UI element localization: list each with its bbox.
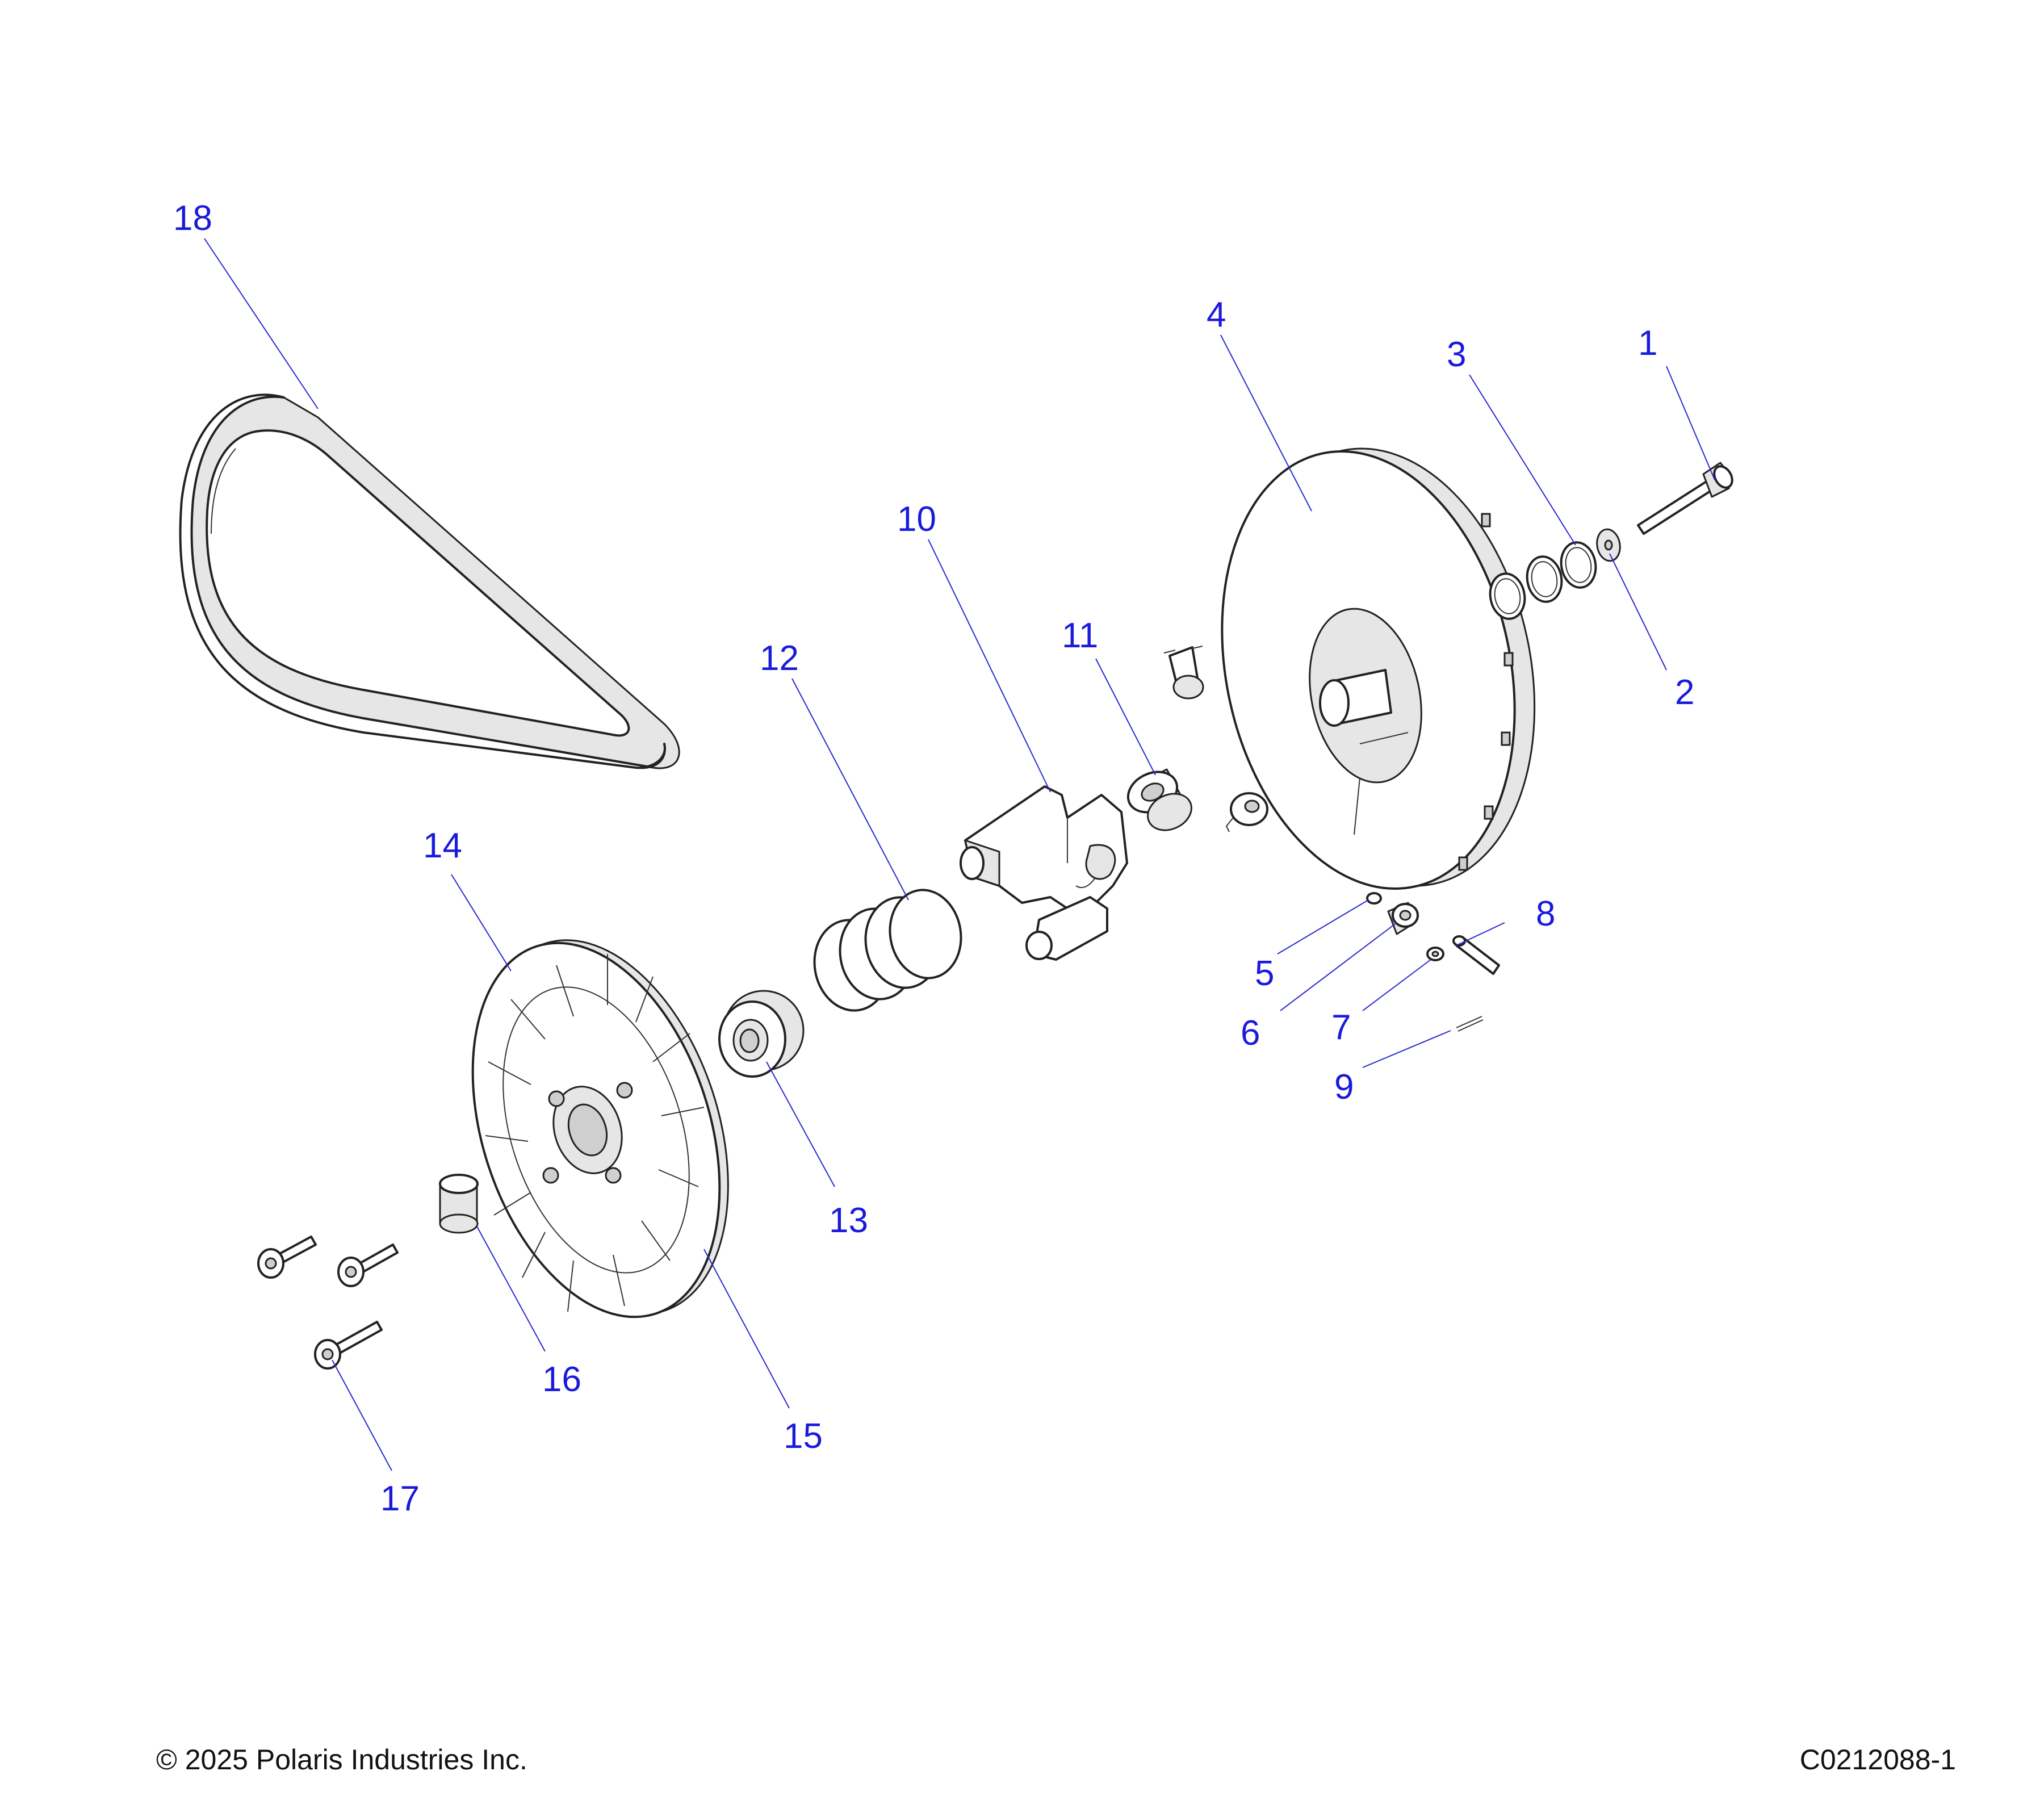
part-11-roller <box>1126 768 1192 831</box>
slider-button-lower <box>1225 792 1268 832</box>
part-9-cotter-pin <box>1456 1016 1484 1032</box>
leader-12 <box>791 678 909 901</box>
part-10-helix-cam <box>960 785 1128 961</box>
callout-2: 2 <box>1675 673 1694 712</box>
screw-a <box>257 1236 317 1279</box>
leader-4 <box>1220 334 1312 512</box>
leader-5 <box>1277 899 1369 954</box>
part-3-shims <box>1489 541 1597 620</box>
part-8-pin <box>1452 935 1500 975</box>
part-12-spring <box>813 889 962 1012</box>
callout-9: 9 <box>1334 1067 1354 1107</box>
screw-b <box>337 1244 399 1287</box>
part-2-washer <box>1596 528 1621 562</box>
callout-18: 18 <box>173 199 212 238</box>
callout-10: 10 <box>897 500 936 539</box>
leader-14 <box>451 874 512 972</box>
figure-code: C0212088-1 <box>1799 1744 1956 1776</box>
callout-12: 12 <box>760 639 799 678</box>
leader-lines <box>204 238 1715 1471</box>
slider-button-upper <box>1163 646 1204 700</box>
leader-3 <box>1469 374 1576 546</box>
leader-16 <box>476 1226 546 1352</box>
callout-14: 14 <box>423 826 462 865</box>
leader-8 <box>1456 922 1505 946</box>
part-7-washer <box>1426 947 1444 961</box>
leader-1 <box>1666 366 1715 480</box>
leader-7 <box>1362 959 1431 1011</box>
callout-4: 4 <box>1207 295 1226 334</box>
part-1-bolt <box>1637 462 1733 535</box>
part-14-15-stationary-sheave <box>471 939 729 1318</box>
copyright-notice: © 2025 Polaris Industries Inc. <box>156 1744 527 1776</box>
callout-16: 16 <box>542 1360 581 1399</box>
part-4-movable-sheave <box>1221 447 1536 890</box>
callout-1: 1 <box>1638 324 1657 363</box>
callout-13: 13 <box>829 1201 868 1240</box>
part-18-drive-belt <box>179 393 680 769</box>
leader-17 <box>332 1359 392 1471</box>
callout-3: 3 <box>1447 335 1466 374</box>
leader-9 <box>1362 1030 1451 1068</box>
part-17-screws <box>257 1236 399 1370</box>
leader-2 <box>1609 553 1667 671</box>
callout-5: 5 <box>1255 954 1274 993</box>
callout-11: 11 <box>1062 616 1098 655</box>
screw-c <box>314 1321 383 1370</box>
leader-10 <box>928 539 1051 793</box>
leader-18 <box>204 238 319 409</box>
leader-13 <box>766 1061 835 1187</box>
leader-11 <box>1095 658 1156 776</box>
part-16-bushing <box>439 1174 479 1234</box>
callout-8: 8 <box>1536 894 1555 933</box>
callout-labels: 1 2 3 4 5 6 7 8 9 10 11 12 13 14 15 16 1… <box>173 199 1694 1518</box>
callout-17: 17 <box>380 1479 420 1518</box>
callout-6: 6 <box>1241 1014 1260 1053</box>
callout-7: 7 <box>1331 1008 1351 1047</box>
callout-15: 15 <box>784 1417 823 1456</box>
leader-15 <box>703 1249 790 1409</box>
part-5-retaining-ring <box>1366 892 1382 905</box>
part-6-roller <box>1387 902 1419 935</box>
part-13-spring-seat <box>718 990 805 1078</box>
leader-6 <box>1280 922 1397 1011</box>
